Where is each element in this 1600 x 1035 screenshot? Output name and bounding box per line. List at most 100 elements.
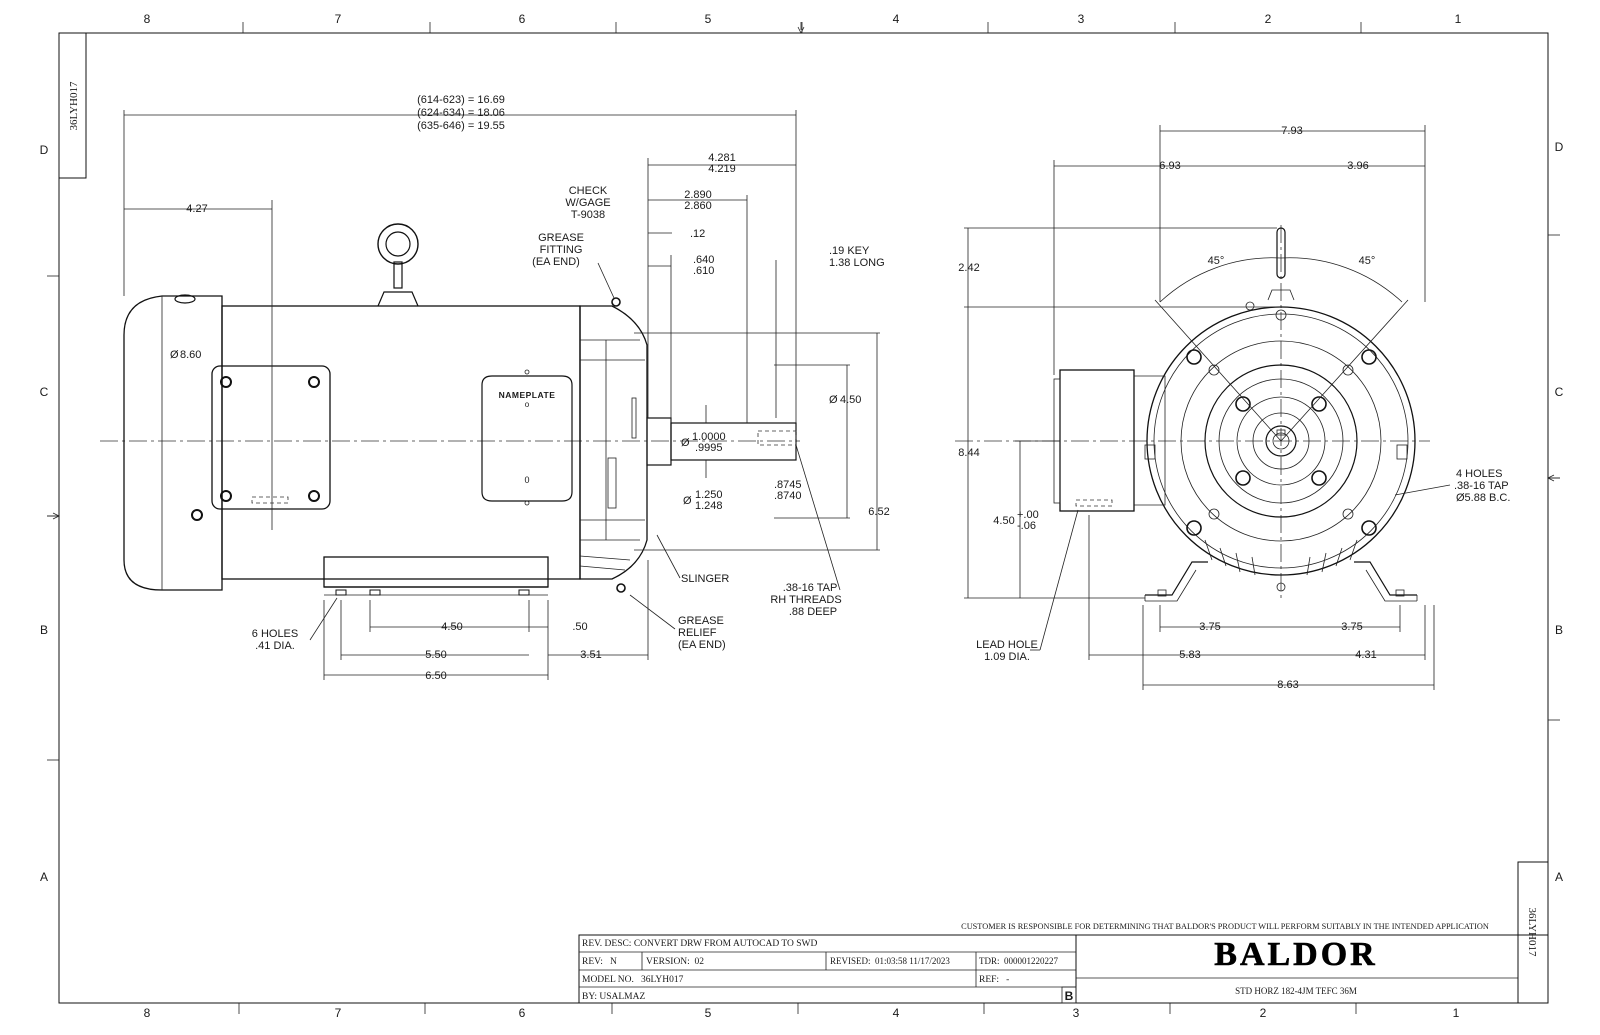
tdr: TDR: 000001220227 [979,956,1059,966]
grease-relief-2: RELIEF [678,627,717,639]
dim-4281: 4.281 [708,152,736,164]
lead-hole-1: LEAD HOLE [976,639,1038,651]
dim-610: .610 [693,265,714,277]
dim-6-50: 6.50 [425,670,446,682]
zone-top-1: 1 [1455,12,1462,26]
dim-3-75-left: 3.75 [1199,621,1220,633]
dim-8745: .8745 [774,479,802,491]
zone-top-4: 4 [893,12,900,26]
dim-8-44: 8.44 [958,447,979,459]
motor-side-view: NAMEPLATE o 0 [100,200,800,596]
check-gage-1: CHECK [569,185,608,197]
dim-4-50-dia: 4.50 [840,394,861,406]
dim-3-75-right: 3.75 [1341,621,1362,633]
end-holes-note-2: .38-16 TAP [1454,480,1509,492]
dia-symbol-4-50: Ø [829,394,838,406]
ref: REF: - [979,975,1009,985]
zone-bottom-6: 6 [519,1006,526,1020]
nameplate-mark-bottom: 0 [524,475,529,485]
zone-bottom-1: 1 [1453,1006,1460,1020]
overall-length-2: (624-634) = 18.06 [417,107,505,119]
dim-4-27: 4.27 [186,203,207,215]
dim-8740: .8740 [774,490,802,502]
overall-length-1: (614-623) = 16.69 [417,94,505,106]
by: BY: USALMAZ [582,992,645,1002]
slinger-label: SLINGER [681,573,729,585]
dim-8-63: 8.63 [1277,679,1298,691]
zone-right-D: D [1555,140,1564,154]
tol-minus: -.06 [1017,520,1036,532]
zone-top-3: 3 [1078,12,1085,26]
zone-right-A: A [1555,870,1563,884]
tap-note-1: .38-16 TAP [783,582,838,594]
zone-bottom-8: 8 [144,1006,151,1020]
dim-2-42: 2.42 [958,262,979,274]
key-note-1: .19 KEY [829,245,870,257]
zone-top-6: 6 [519,12,526,26]
angle-right: 45° [1359,255,1376,267]
grease-fitting-1: GREASE [538,232,584,244]
zone-bottom-3: 3 [1073,1006,1080,1020]
dim-3-96: 3.96 [1347,160,1368,172]
grease-fitting-3: (EA END) [532,256,580,268]
grease-relief-3: (EA END) [678,639,726,651]
zone-left-A: A [40,870,48,884]
tap-note-3: .88 DEEP [789,606,837,618]
description: STD HORZ 182-4JM TEFC 36M [1235,986,1357,996]
brand-logo: BALDOR [1214,936,1377,973]
dim-4219: 4.219 [708,163,736,175]
holes-note-1: 6 HOLES [252,628,298,640]
dim-4-50-end: 4.50 [993,515,1014,527]
zone-bottom-2: 2 [1260,1006,1267,1020]
holes-note-2: .41 DIA. [255,640,295,652]
motor-end-view [955,225,1430,602]
zone-top-2: 2 [1265,12,1272,26]
end-holes-note-1: 4 HOLES [1456,468,1502,480]
zone-right-B: B [1555,623,1563,637]
end-holes-note-3: Ø5.88 B.C. [1456,492,1510,504]
tol-plus: +.00 [1017,509,1039,521]
side-tab: 36LYH017 [1526,907,1538,957]
size: B [1065,989,1074,1003]
shaft-dia-lo: .9995 [695,442,723,454]
rev: REV: N [582,957,617,967]
dim-8-60: 8.60 [180,349,201,361]
zone-bottom-4: 4 [893,1006,900,1020]
check-gage-3: T-9038 [571,209,605,221]
drawing-id-tab: 36LYH017 [58,32,87,179]
revised: REVISED: 01:03:58 11/17/2023 [830,956,950,966]
dim-5-83: 5.83 [1179,649,1200,661]
dim-3-51: 3.51 [580,649,601,661]
dia-symbol-8-60: Ø [170,349,179,361]
zone-top-5: 5 [705,12,712,26]
lead-hole-2: 1.09 DIA. [984,651,1030,663]
eyebolt-icon [377,223,419,307]
check-gage-2: W/GAGE [565,197,610,209]
dim-5-50: 5.50 [425,649,446,661]
disclaimer: CUSTOMER IS RESPONSIBLE FOR DETERMINING … [961,922,1489,931]
zone-top-8: 8 [144,12,151,26]
overall-length-3: (635-646) = 19.55 [417,120,505,132]
nameplate: NAMEPLATE o 0 [481,369,573,506]
zone-left-D: D [40,143,49,157]
dia-symbol-shaft: Ø [681,437,690,449]
dim-640: .640 [693,254,714,266]
zone-bottom-7: 7 [335,1006,342,1020]
dim-12: .12 [690,228,705,240]
title-block [578,861,1549,1004]
zone-right-C: C [1555,385,1564,399]
zone-bottom-5: 5 [705,1006,712,1020]
version: VERSION: 02 [646,957,704,967]
dim-2860: 2.860 [684,200,712,212]
model-no: MODEL NO. 36LYH017 [582,975,684,985]
dim-1250: 1.250 [695,489,723,501]
rev-desc: REV. DESC: CONVERT DRW FROM AUTOCAD TO S… [582,939,818,949]
dim-6-52: 6.52 [868,506,889,518]
shaft-dia-hi: 1.0000 [692,431,726,443]
nameplate-label: NAMEPLATE [499,390,556,400]
zone-top-7: 7 [335,12,342,26]
dim-4-31: 4.31 [1355,649,1376,661]
dim-50: .50 [572,621,587,633]
grease-fitting-2: FITTING [540,244,583,256]
side-view-dimensions [123,110,880,680]
